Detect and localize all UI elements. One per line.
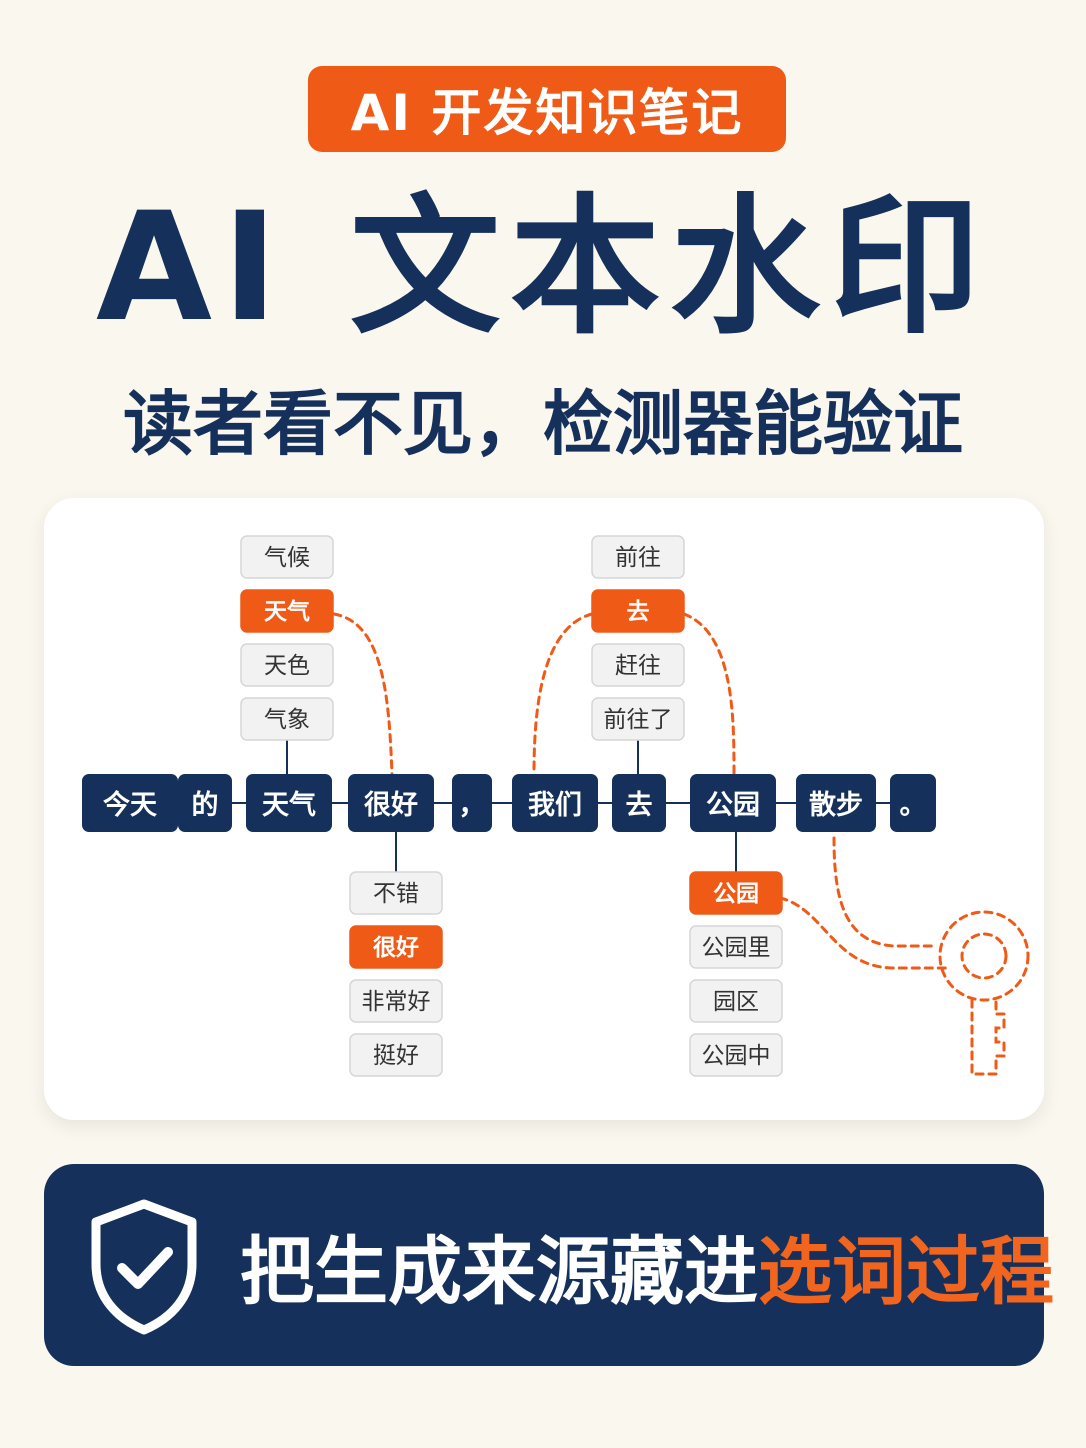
footer-banner: 把生成来源藏进选词过程 <box>44 1164 1054 1366</box>
candidate-option: 挺好 <box>349 1033 443 1077</box>
candidate-label: 去 <box>627 599 650 625</box>
footer-text-white: 把生成来源藏进 <box>240 1228 758 1315</box>
candidate-option: 气象 <box>240 697 334 741</box>
token-label: 我们 <box>528 790 582 821</box>
token-9: 。 <box>890 774 936 832</box>
header-badge: AI 开发知识笔记 <box>308 66 786 152</box>
token-0: 今天 <box>82 774 178 832</box>
candidate-label: 前往了 <box>604 707 673 733</box>
token-label: 公园 <box>706 790 760 821</box>
selected-candidate: 天气 <box>240 589 334 633</box>
token-label: ， <box>459 790 486 821</box>
watermark-diagram: 今天的天气很好，我们去公园散步。气候天气天色气象前往去赶往前往了不错很好非常好挺… <box>82 535 1030 1077</box>
key-icon <box>778 836 1030 1076</box>
selected-candidate: 去 <box>591 589 685 633</box>
candidate-option: 公园里 <box>689 925 783 969</box>
token-3: 很好 <box>348 774 434 832</box>
candidate-label: 公园里 <box>702 935 771 961</box>
candidate-option: 非常好 <box>349 979 443 1023</box>
selected-candidate: 很好 <box>349 925 443 969</box>
candidate-label: 公园 <box>713 881 759 907</box>
candidate-label: 公园中 <box>702 1043 771 1069</box>
candidate-label: 赶往 <box>615 653 661 679</box>
candidate-option: 天色 <box>240 643 334 687</box>
token-label: 很好 <box>364 790 418 821</box>
candidate-label: 不错 <box>373 881 419 907</box>
candidate-option: 前往了 <box>591 697 685 741</box>
token-label: 今天 <box>103 789 157 821</box>
candidate-label: 前往 <box>615 545 661 571</box>
candidate-label: 非常好 <box>362 989 431 1015</box>
candidate-option: 赶往 <box>591 643 685 687</box>
candidate-option: 不错 <box>349 871 443 915</box>
token-1: 的 <box>178 774 232 832</box>
token-5: 我们 <box>512 774 598 832</box>
token-4: ， <box>452 774 492 832</box>
page-title: AI 文本水印 <box>95 181 991 355</box>
token-label: 的 <box>192 789 219 821</box>
token-label: 散步 <box>809 790 863 821</box>
candidate-label: 挺好 <box>373 1043 419 1069</box>
candidate-label: 很好 <box>373 934 419 961</box>
candidate-option: 气候 <box>240 535 334 579</box>
candidate-label: 气候 <box>264 545 310 571</box>
candidate-option: 前往 <box>591 535 685 579</box>
footer-text-orange: 选词过程 <box>758 1228 1054 1315</box>
token-label: 。 <box>900 790 927 821</box>
candidate-label: 气象 <box>264 707 310 733</box>
token-7: 公园 <box>690 774 776 832</box>
token-2: 天气 <box>246 774 332 832</box>
page-subtitle: 读者看不见，检测器能验证 <box>123 383 963 465</box>
candidate-label: 天气 <box>264 598 310 625</box>
token-8: 散步 <box>796 774 876 832</box>
token-label: 去 <box>626 790 653 821</box>
selected-candidate: 公园 <box>689 871 783 915</box>
candidate-label: 天色 <box>264 653 310 679</box>
candidate-label: 园区 <box>713 989 759 1015</box>
diagram-card: 今天的天气很好，我们去公园散步。气候天气天色气象前往去赶往前往了不错很好非常好挺… <box>44 498 1044 1120</box>
token-label: 天气 <box>262 790 316 821</box>
shield-check-icon <box>91 1199 197 1335</box>
footer-text: 把生成来源藏进选词过程 <box>240 1164 1054 1366</box>
token-6: 去 <box>612 774 666 832</box>
candidate-option: 园区 <box>689 979 783 1023</box>
candidate-option: 公园中 <box>689 1033 783 1077</box>
